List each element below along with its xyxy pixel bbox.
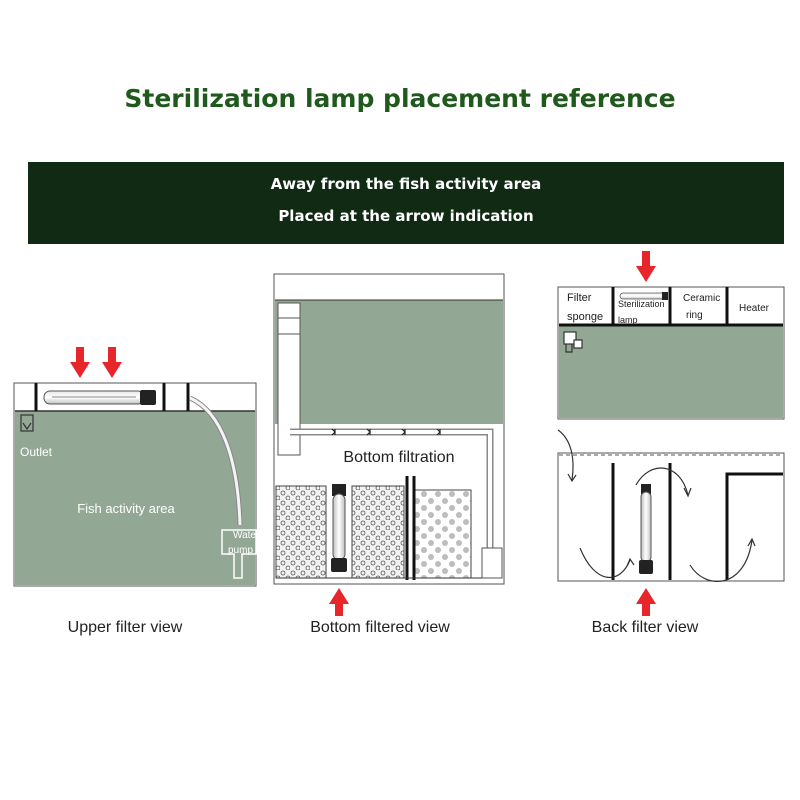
red-arrow-down-icon	[636, 251, 656, 282]
pump-label-1: Water	[233, 530, 260, 541]
pump-label-2: pump	[228, 545, 253, 556]
red-arrow-up-icon	[329, 588, 349, 616]
red-arrow-down-icon	[70, 347, 90, 378]
red-arrow-down-icon	[102, 347, 122, 378]
caption-back-filter: Back filter view	[591, 619, 699, 636]
upper-water	[15, 411, 255, 585]
flow-arrows	[557, 429, 756, 582]
compartment-label-3b: ring	[686, 310, 703, 321]
sterilization-lamp-bottom	[331, 484, 347, 572]
compartment-label-1b: sponge	[567, 311, 603, 323]
compartment-label-3a: Ceramic	[683, 293, 720, 304]
compartment-label-4: Heater	[739, 303, 770, 314]
bottom-filtration-label: Bottom filtration	[343, 449, 454, 466]
sterilization-lamp-upper	[43, 390, 156, 405]
placement-arrows-upper	[70, 347, 122, 378]
page-title: Sterilization lamp placement reference	[124, 84, 676, 113]
caption-upper-filter: Upper filter view	[67, 619, 183, 636]
bottom-upper-water	[275, 300, 503, 424]
caption-bottom-filter: Bottom filtered view	[310, 619, 450, 636]
ceramic-media	[414, 489, 472, 579]
water-pump	[221, 529, 257, 579]
back-filter-view: Filter sponge Sterilization lamp Ceramic…	[557, 251, 785, 616]
outlet-label: Outlet	[20, 445, 53, 459]
instruction-banner: Away from the fish activity area Placed …	[28, 162, 784, 244]
fish-area-label: Fish activity area	[77, 501, 175, 516]
back-water	[559, 325, 783, 418]
filter-sponge-left	[275, 485, 327, 579]
compartment-label-1a: Filter	[567, 292, 592, 304]
sterilization-lamp-back	[639, 484, 653, 574]
compartment-label-2a: Sterilization	[618, 299, 665, 309]
red-arrow-up-icon	[636, 588, 656, 616]
bottom-filter-view: Bottom filtration	[273, 273, 505, 616]
upper-filter-view: Outlet Fish activity area Water pump	[13, 347, 260, 587]
banner-line-2: Placed at the arrow indication	[278, 207, 534, 225]
banner-line-1: Away from the fish activity area	[270, 175, 542, 193]
back-outlet-fixture	[563, 331, 583, 353]
outlet-fixture	[20, 414, 34, 432]
filter-sponge-right	[351, 485, 405, 579]
compartment-label-2b: lamp	[618, 315, 638, 325]
